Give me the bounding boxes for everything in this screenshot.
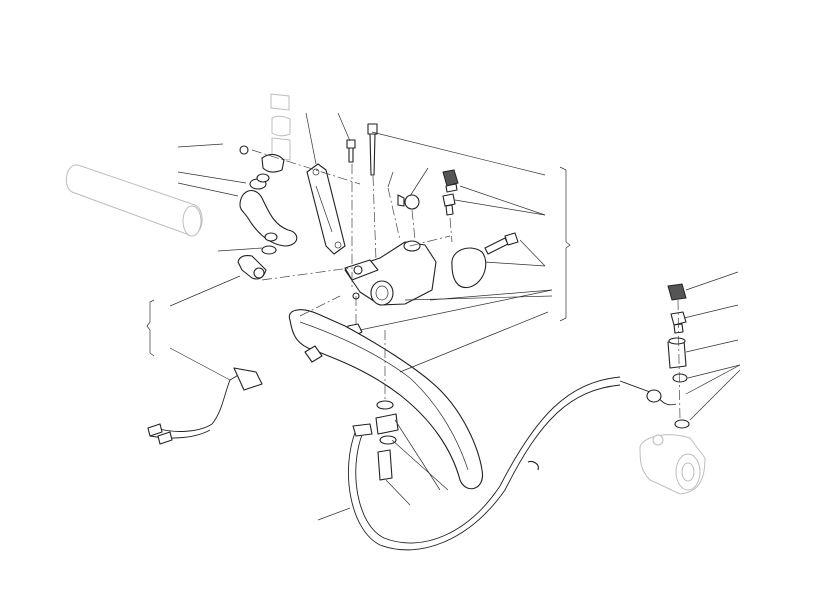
bleed-valve-upper bbox=[442, 193, 456, 216]
banjo-washers bbox=[375, 400, 399, 481]
leader-lines bbox=[169, 112, 741, 521]
assembly-axes bbox=[251, 149, 681, 421]
screw-small bbox=[346, 139, 356, 163]
reservoir-fitting bbox=[239, 145, 285, 173]
slave-washers bbox=[672, 373, 690, 429]
adjuster-bolt bbox=[484, 232, 519, 255]
lever-switch-wire bbox=[147, 367, 263, 445]
bleed-cap-lower bbox=[667, 283, 687, 301]
master-cylinder bbox=[344, 240, 437, 306]
clutch-lever bbox=[288, 309, 483, 490]
pivot-cover bbox=[451, 247, 487, 289]
dust-boot bbox=[667, 337, 687, 369]
mounting-bracket bbox=[306, 163, 346, 255]
handlebar-tube-ghost bbox=[65, 164, 203, 237]
elbow-union bbox=[237, 255, 267, 280]
bleed-cap-upper bbox=[442, 169, 459, 193]
screw-long bbox=[367, 123, 378, 176]
slave-cylinder-ghost bbox=[639, 434, 706, 495]
reservoir-cap-ghost bbox=[270, 93, 291, 161]
clutch-hose bbox=[347, 376, 677, 551]
group-brackets bbox=[146, 166, 571, 357]
plug bbox=[397, 194, 420, 210]
reservoir-hose bbox=[239, 173, 298, 255]
